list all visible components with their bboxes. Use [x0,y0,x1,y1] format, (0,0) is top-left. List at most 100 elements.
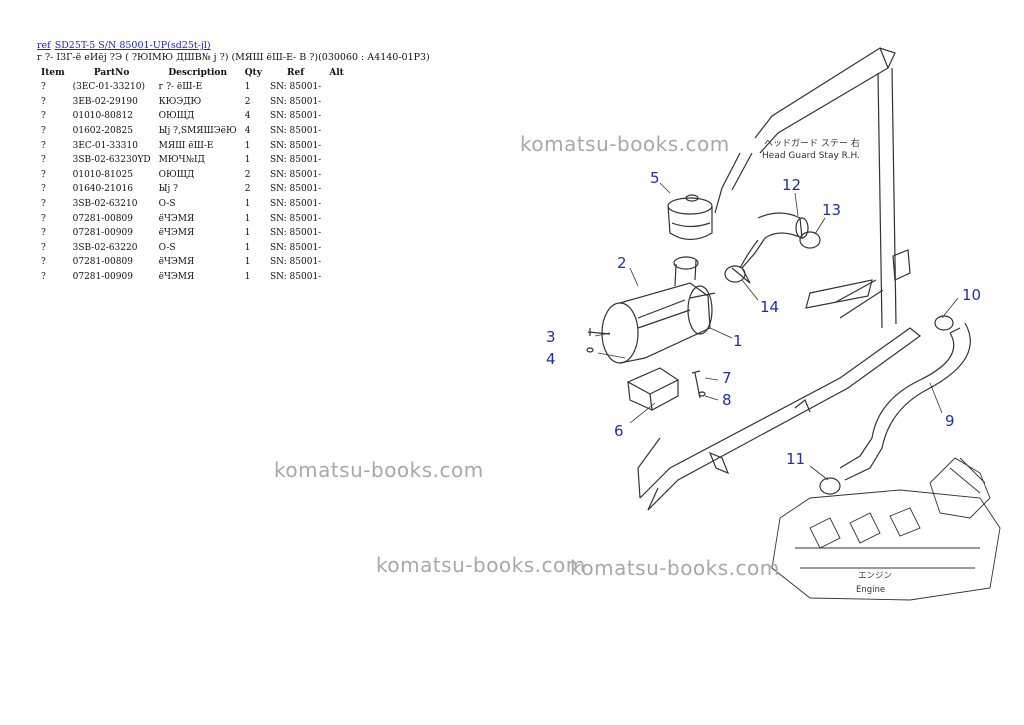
cell-item: ? [41,242,46,253]
col-alt-header: Alt [329,68,344,78]
cell-qty: 1 [244,213,251,224]
clamp-14-illustration [724,265,746,283]
cell-partno: 3SB-02-63220 [72,242,138,253]
watermark-text: komatsu-books.com [274,458,484,482]
cell-alt [325,168,348,183]
watermark-text: komatsu-books.com [376,553,586,577]
cell-partno: 01640-21016 [72,184,133,195]
cell-item: ? [41,82,46,93]
cell-alt [325,241,348,256]
cell-partno: 07281-00809 [72,257,133,268]
cell-ref: SN: 85001- [269,242,322,253]
callout-3: 3 [546,328,556,346]
cell-alt [325,95,348,110]
callout-1: 1 [733,332,743,350]
clamp-11-illustration [819,477,841,495]
cell-qty: 1 [244,257,251,268]
watermark-text: komatsu-books.com [520,132,730,156]
frame-rail-illustration [637,327,921,511]
cell-alt [325,124,348,139]
callout-11: 11 [786,450,805,468]
callout-7: 7 [722,369,732,387]
callout-5: 5 [650,169,660,187]
cell-item: ? [41,257,46,268]
cell-qty: 1 [244,199,251,210]
cell-qty: 1 [244,140,251,151]
cell-description: ёЧЭМЯ [158,272,195,283]
leader-lines [594,182,959,481]
cell-qty: 2 [244,169,251,180]
callout-10: 10 [962,286,981,304]
table-header-row: Item PartNo Description Qty Ref Alt [37,66,348,80]
precleaner-cap-illustration [667,194,713,241]
cell-item: ? [41,111,46,122]
callout-6: 6 [614,422,624,440]
clamp-13-illustration [799,231,821,249]
cell-item: ? [41,213,46,224]
col-qty-header: Qty [244,68,262,78]
cell-qty: 1 [244,82,251,93]
callout-numbers: 1 2 3 4 5 6 7 8 9 10 11 12 13 14 [546,169,981,468]
cell-partno: (3EC-01-33210) [72,82,145,93]
cell-item: ? [41,184,46,195]
cell-partno: 3EB-02-29190 [72,96,138,107]
cell-alt [325,270,348,285]
col-description-header: Description [168,68,227,78]
callout-8: 8 [722,391,732,409]
cell-description: ОЮЩД [158,111,195,122]
model-link[interactable]: SD25T-5 S/N 85001-UP(sd25t-jl) [54,40,211,51]
col-item-header: Item [41,68,65,78]
cell-partno: 07281-00909 [72,228,133,239]
cell-qty: 1 [244,228,251,239]
cell-ref: SN: 85001- [269,257,322,268]
callout-4: 4 [546,350,556,368]
cell-partno: 3SB-02-63210 [72,199,138,210]
cell-alt [325,211,348,226]
cell-item: ? [41,155,46,166]
cell-alt [325,109,348,124]
watermark-text: komatsu-books.com [570,556,780,580]
cell-ref: SN: 85001- [269,140,322,151]
cell-description: ёЧЭМЯ [158,213,195,224]
cell-description: Ыј ? [158,184,178,195]
cell-description: Ыј ?,SМЯШЭёЮ [158,126,237,137]
callout-9: 9 [945,412,955,430]
intake-elbow-illustration [731,212,809,284]
cell-ref: SN: 85001- [269,213,322,224]
cell-qty: 4 [244,111,251,122]
ref-link[interactable]: ref [37,40,51,51]
cell-partno: 3EC-01-33310 [72,140,138,151]
cell-partno: 01602-20825 [72,126,133,137]
cell-ref: SN: 85001- [269,272,322,283]
callout-13: 13 [822,201,841,219]
cell-item: ? [41,199,46,210]
cell-item: ? [41,272,46,283]
cell-alt [325,80,348,95]
cell-alt [325,255,348,270]
air-cleaner-illustration [601,256,716,364]
cell-qty: 1 [244,272,251,283]
parts-table: Item PartNo Description Qty Ref Alt ? (3E… [37,66,348,284]
cell-item: ? [41,140,46,151]
washer-8-illustration [698,391,706,397]
cell-ref: SN: 85001- [269,155,322,166]
cell-item: ? [41,169,46,180]
cell-alt [325,153,348,168]
cell-description: МЮЧ№IД [158,155,205,166]
cell-ref: SN: 85001- [269,184,322,195]
cell-description: г ?- ёШ-Е [158,82,203,93]
mounting-bracket-illustration [626,367,680,411]
cell-description: КЮЭДЮ [158,96,202,107]
